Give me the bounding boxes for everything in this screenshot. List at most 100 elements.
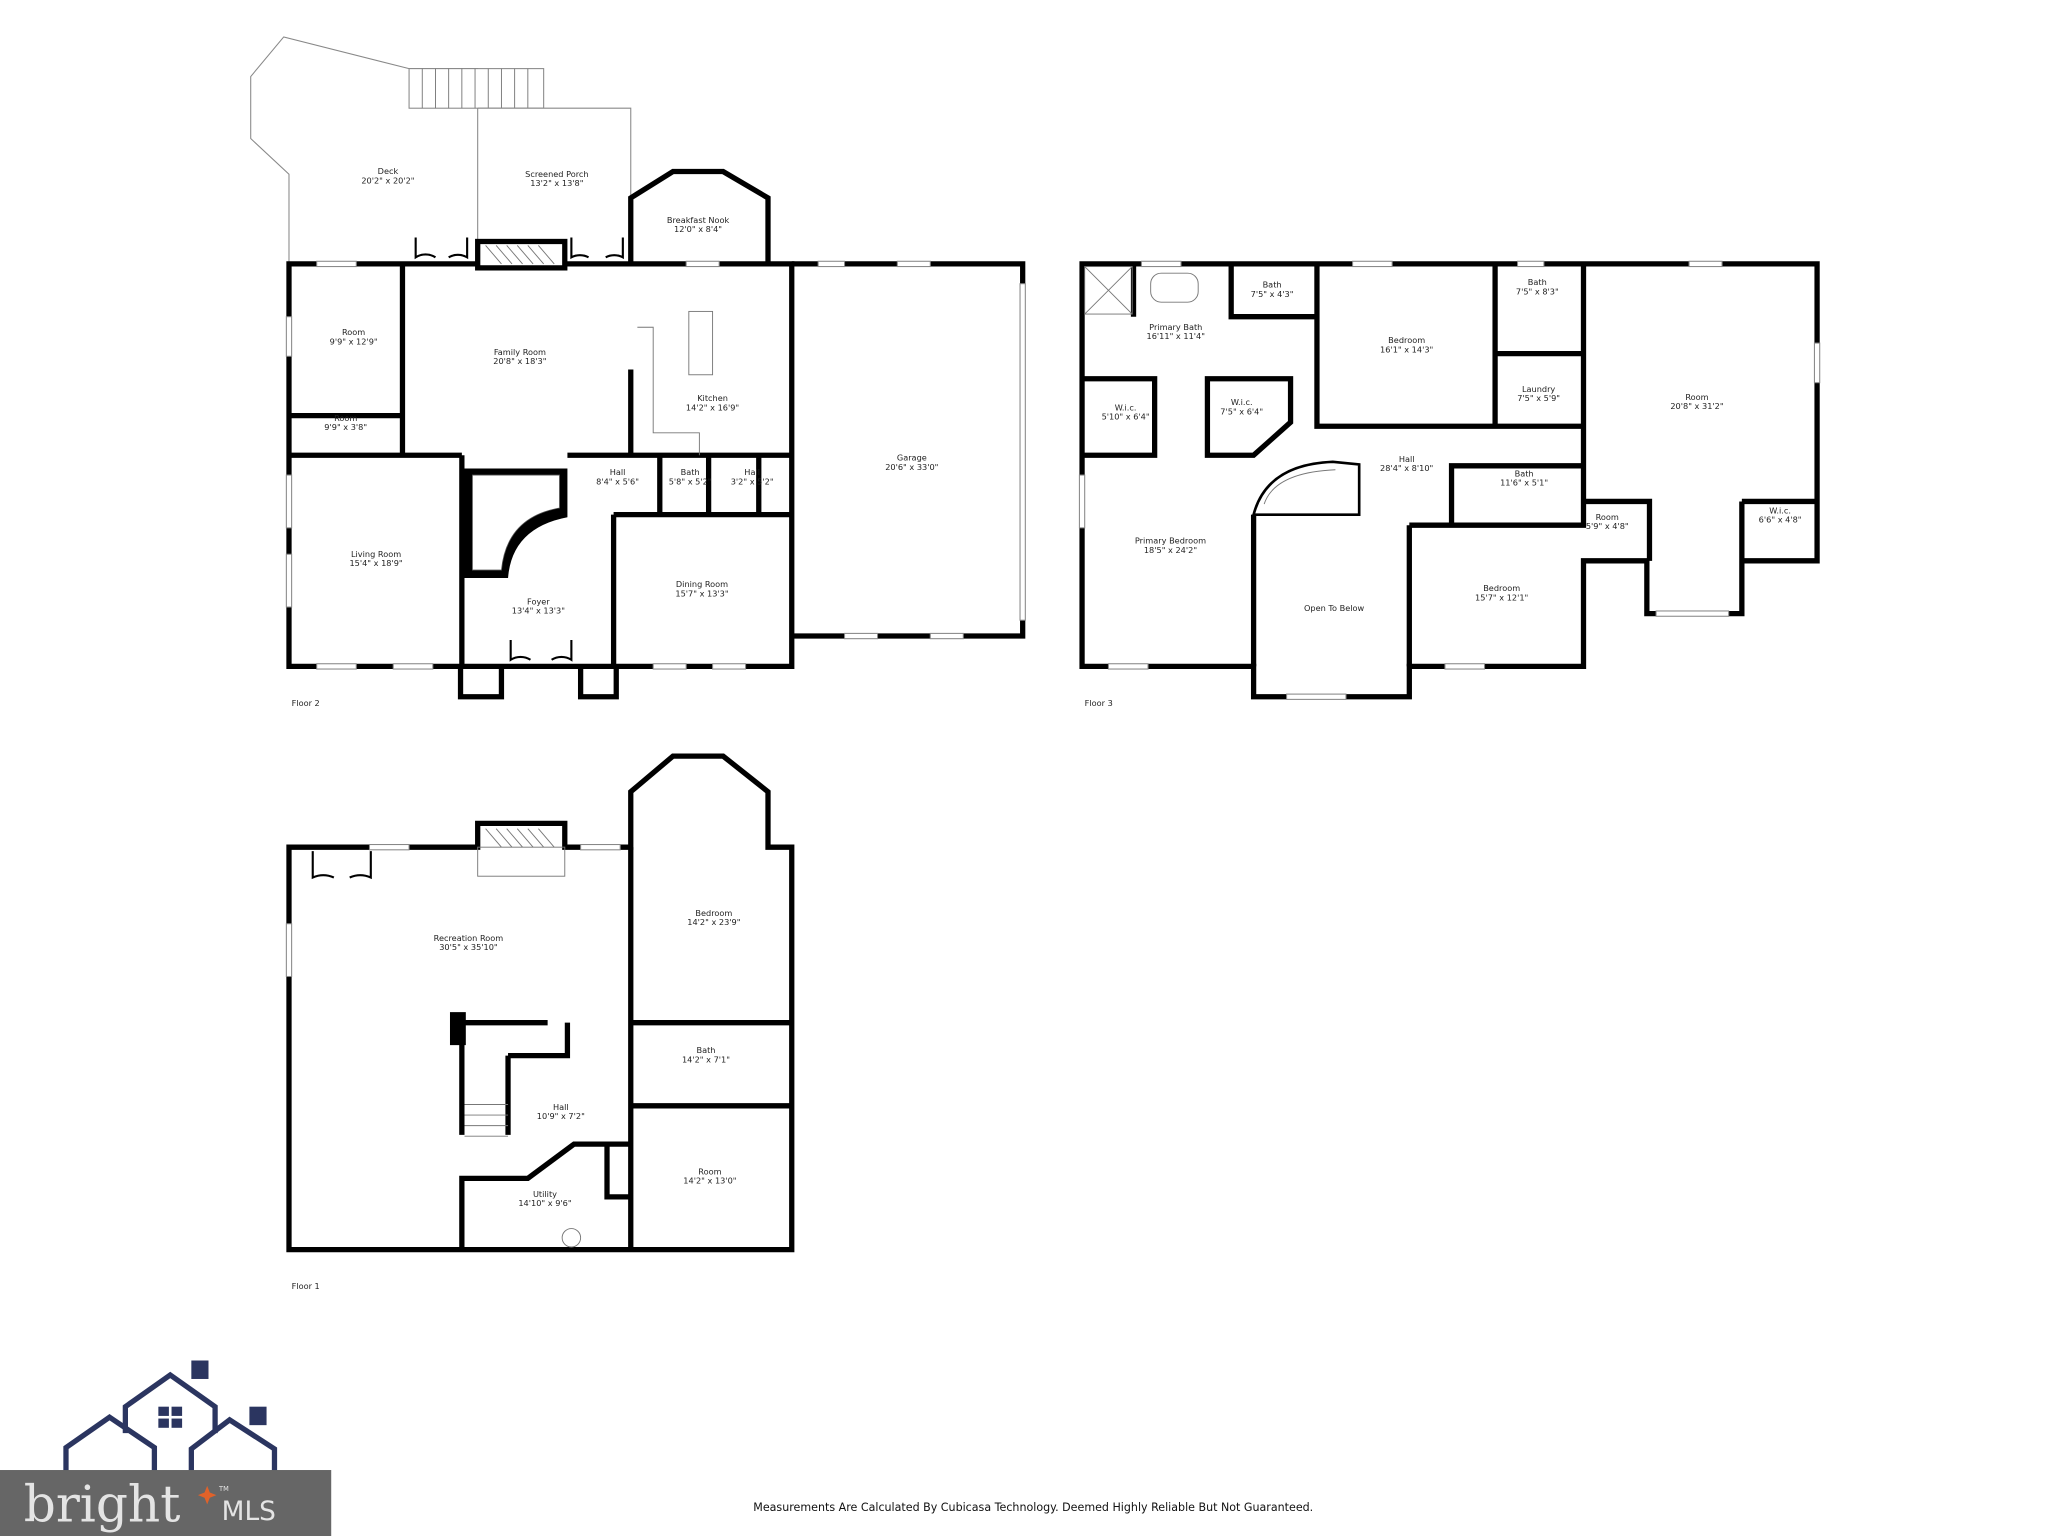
- room-name: Room: [1685, 392, 1708, 402]
- staircase-icon: [1251, 460, 1361, 516]
- room-name: Deck: [378, 166, 399, 176]
- floor-3-plan: Floor 3: [1078, 260, 1821, 708]
- room-name: W.i.c.: [1231, 397, 1253, 407]
- shower-icon: [1084, 266, 1133, 315]
- room-dimensions: 15'7" x 12'1": [1475, 592, 1528, 602]
- breakfast-nook-bay: [628, 168, 771, 264]
- interior-walls: [459, 847, 792, 1250]
- room-name: Primary Bath: [1149, 322, 1202, 332]
- room-name: Foyer: [527, 596, 550, 606]
- interior-walls: [1082, 263, 1818, 667]
- room-name: Bath: [696, 1045, 715, 1055]
- room-dimensions: 16'1" x 14'3": [1380, 344, 1433, 354]
- room-label: Open To Below: [1304, 603, 1365, 613]
- disclaimer-text: Measurements Are Calculated By Cubicasa …: [753, 1501, 1313, 1514]
- room-label: W.i.c.5'10" x 6'4": [1102, 402, 1150, 421]
- floor-1-exterior-walls: [286, 753, 795, 1253]
- floor-label: Floor 1: [292, 1281, 320, 1291]
- room-dimensions: 12'0" x 8'4": [674, 224, 722, 234]
- room-dimensions: 8'4" x 5'6": [596, 476, 639, 486]
- room-dimensions: 15'4" x 18'9": [349, 558, 402, 568]
- room-name: Room: [342, 327, 365, 337]
- room-name: Hall: [744, 467, 760, 477]
- room-name: Bedroom: [695, 908, 732, 918]
- logo-tm: TM: [218, 1485, 229, 1493]
- room-name: Room: [334, 413, 357, 423]
- room-name: Room: [1596, 512, 1619, 522]
- room-name: Screened Porch: [525, 169, 588, 179]
- room-dimensions: 13'4" x 13'3": [512, 606, 565, 616]
- room-dimensions: 18'5" x 24'2": [1144, 545, 1197, 555]
- room-dimensions: 5'10" x 6'4": [1102, 412, 1150, 422]
- room-name: Utility: [533, 1189, 557, 1199]
- room-dimensions: 30'5" x 35'10": [439, 942, 497, 952]
- room-name: Living Room: [351, 549, 401, 559]
- room-name: Recreation Room: [434, 933, 504, 943]
- room-name: Bedroom: [1388, 335, 1425, 345]
- floor-2-plan: Floor 2: [250, 36, 1026, 708]
- room-dimensions: 6'6" x 4'8": [1759, 515, 1802, 525]
- room-dimensions: 14'2" x 23'9": [687, 917, 740, 927]
- room-name: Primary Bedroom: [1135, 536, 1206, 546]
- room-name: Open To Below: [1304, 603, 1365, 613]
- deck-stairs: [408, 68, 545, 109]
- room-dimensions: 9'9" x 12'9": [330, 336, 378, 346]
- chimney-icon: [449, 1012, 466, 1046]
- garage-walls: [791, 261, 1026, 639]
- room-dimensions: 14'2" x 13'0": [683, 1176, 736, 1186]
- floor-3-exterior-walls: [1079, 261, 1820, 700]
- room-dimensions: 16'11" x 11'4": [1147, 331, 1205, 341]
- room-dimensions: 14'2" x 16'9": [686, 402, 739, 412]
- room-dimensions: 11'6" x 5'1": [1500, 478, 1548, 488]
- room-dimensions: 20'2" x 20'2": [361, 175, 414, 185]
- floor-1-plan: Floor 1: [285, 753, 795, 1291]
- room-dimensions: 20'8" x 18'3": [493, 356, 546, 366]
- room-name: Kitchen: [697, 393, 728, 403]
- room-dimensions: 13'2" x 13'8": [530, 178, 583, 188]
- door-icon: [414, 237, 469, 260]
- floor-2-exterior-walls: [286, 261, 795, 670]
- room-name: Breakfast Nook: [667, 215, 730, 225]
- room-name: Bath: [1263, 280, 1282, 290]
- room-name: Hall: [610, 467, 626, 477]
- logo-banner: [0, 1470, 332, 1536]
- window-icon: [158, 1406, 183, 1428]
- room-dimensions: 9'9" x 3'8": [324, 422, 367, 432]
- room-dimensions: 7'5" x 6'4": [1220, 406, 1263, 416]
- room-dimensions: 14'10" x 9'6": [518, 1198, 571, 1208]
- room-name: Laundry: [1522, 384, 1555, 394]
- star-icon: [197, 1485, 217, 1505]
- room-name: Bath: [681, 467, 700, 477]
- room-name: Dining Room: [676, 579, 728, 589]
- kitchen-island: [688, 310, 714, 376]
- room-name: Garage: [897, 453, 927, 463]
- room-dimensions: 5'8" x 5'2": [669, 476, 712, 486]
- room-name: W.i.c.: [1115, 402, 1137, 412]
- room-name: Bath: [1528, 277, 1547, 287]
- room-name: Hall: [553, 1102, 569, 1112]
- house-logo-icon: [63, 1371, 278, 1472]
- room-dimensions: 7'5" x 8'3": [1516, 286, 1559, 296]
- room-dimensions: 7'5" x 5'9": [1517, 393, 1560, 403]
